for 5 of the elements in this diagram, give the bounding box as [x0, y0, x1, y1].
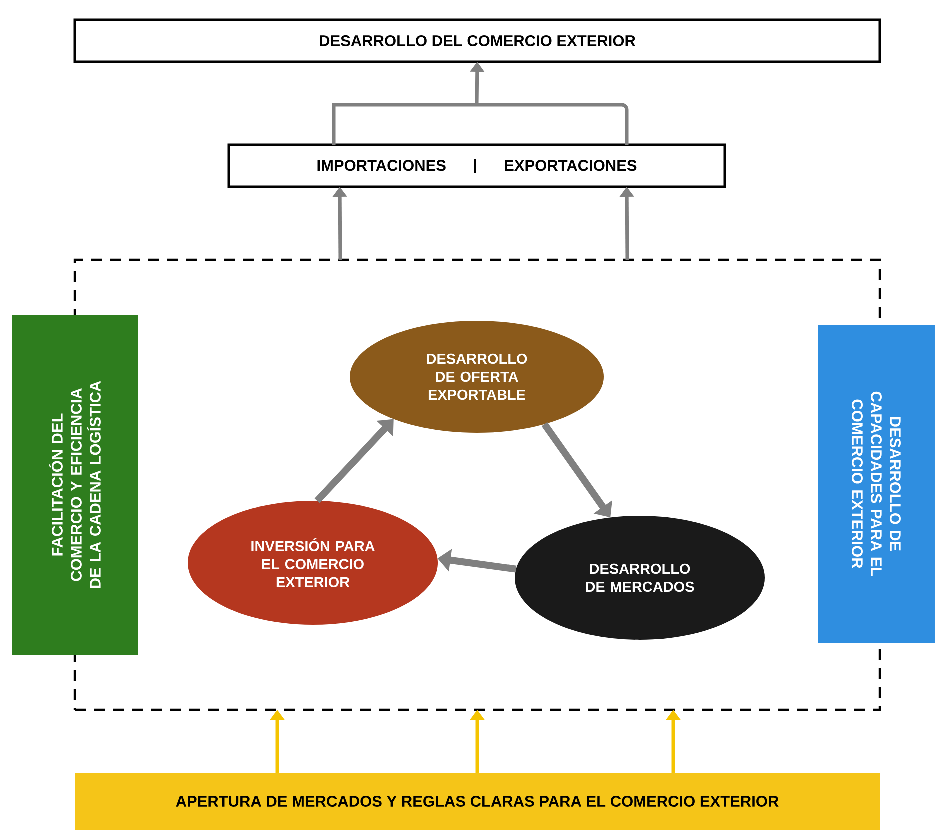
side-band: FACILITACIÓN DEL COMERCIO Y EFICIENCIA DE LA CADENA LOGÍSTICA	[12, 314, 138, 655]
base-band: APERTURA DE MERCADOS Y REGLAS CLARAS PARA EL COMERCIO EXTERIOR	[75, 772, 880, 830]
side-band: DESARROLLO DE CAPACIDADES PARA EL COMERCIO EXTERIOR	[818, 325, 935, 643]
category-box: IMPORTACIONES EXPORTACIONES	[228, 144, 726, 188]
title-box: DESARROLLO DEL COMERCIO EXTERIOR	[74, 18, 882, 64]
